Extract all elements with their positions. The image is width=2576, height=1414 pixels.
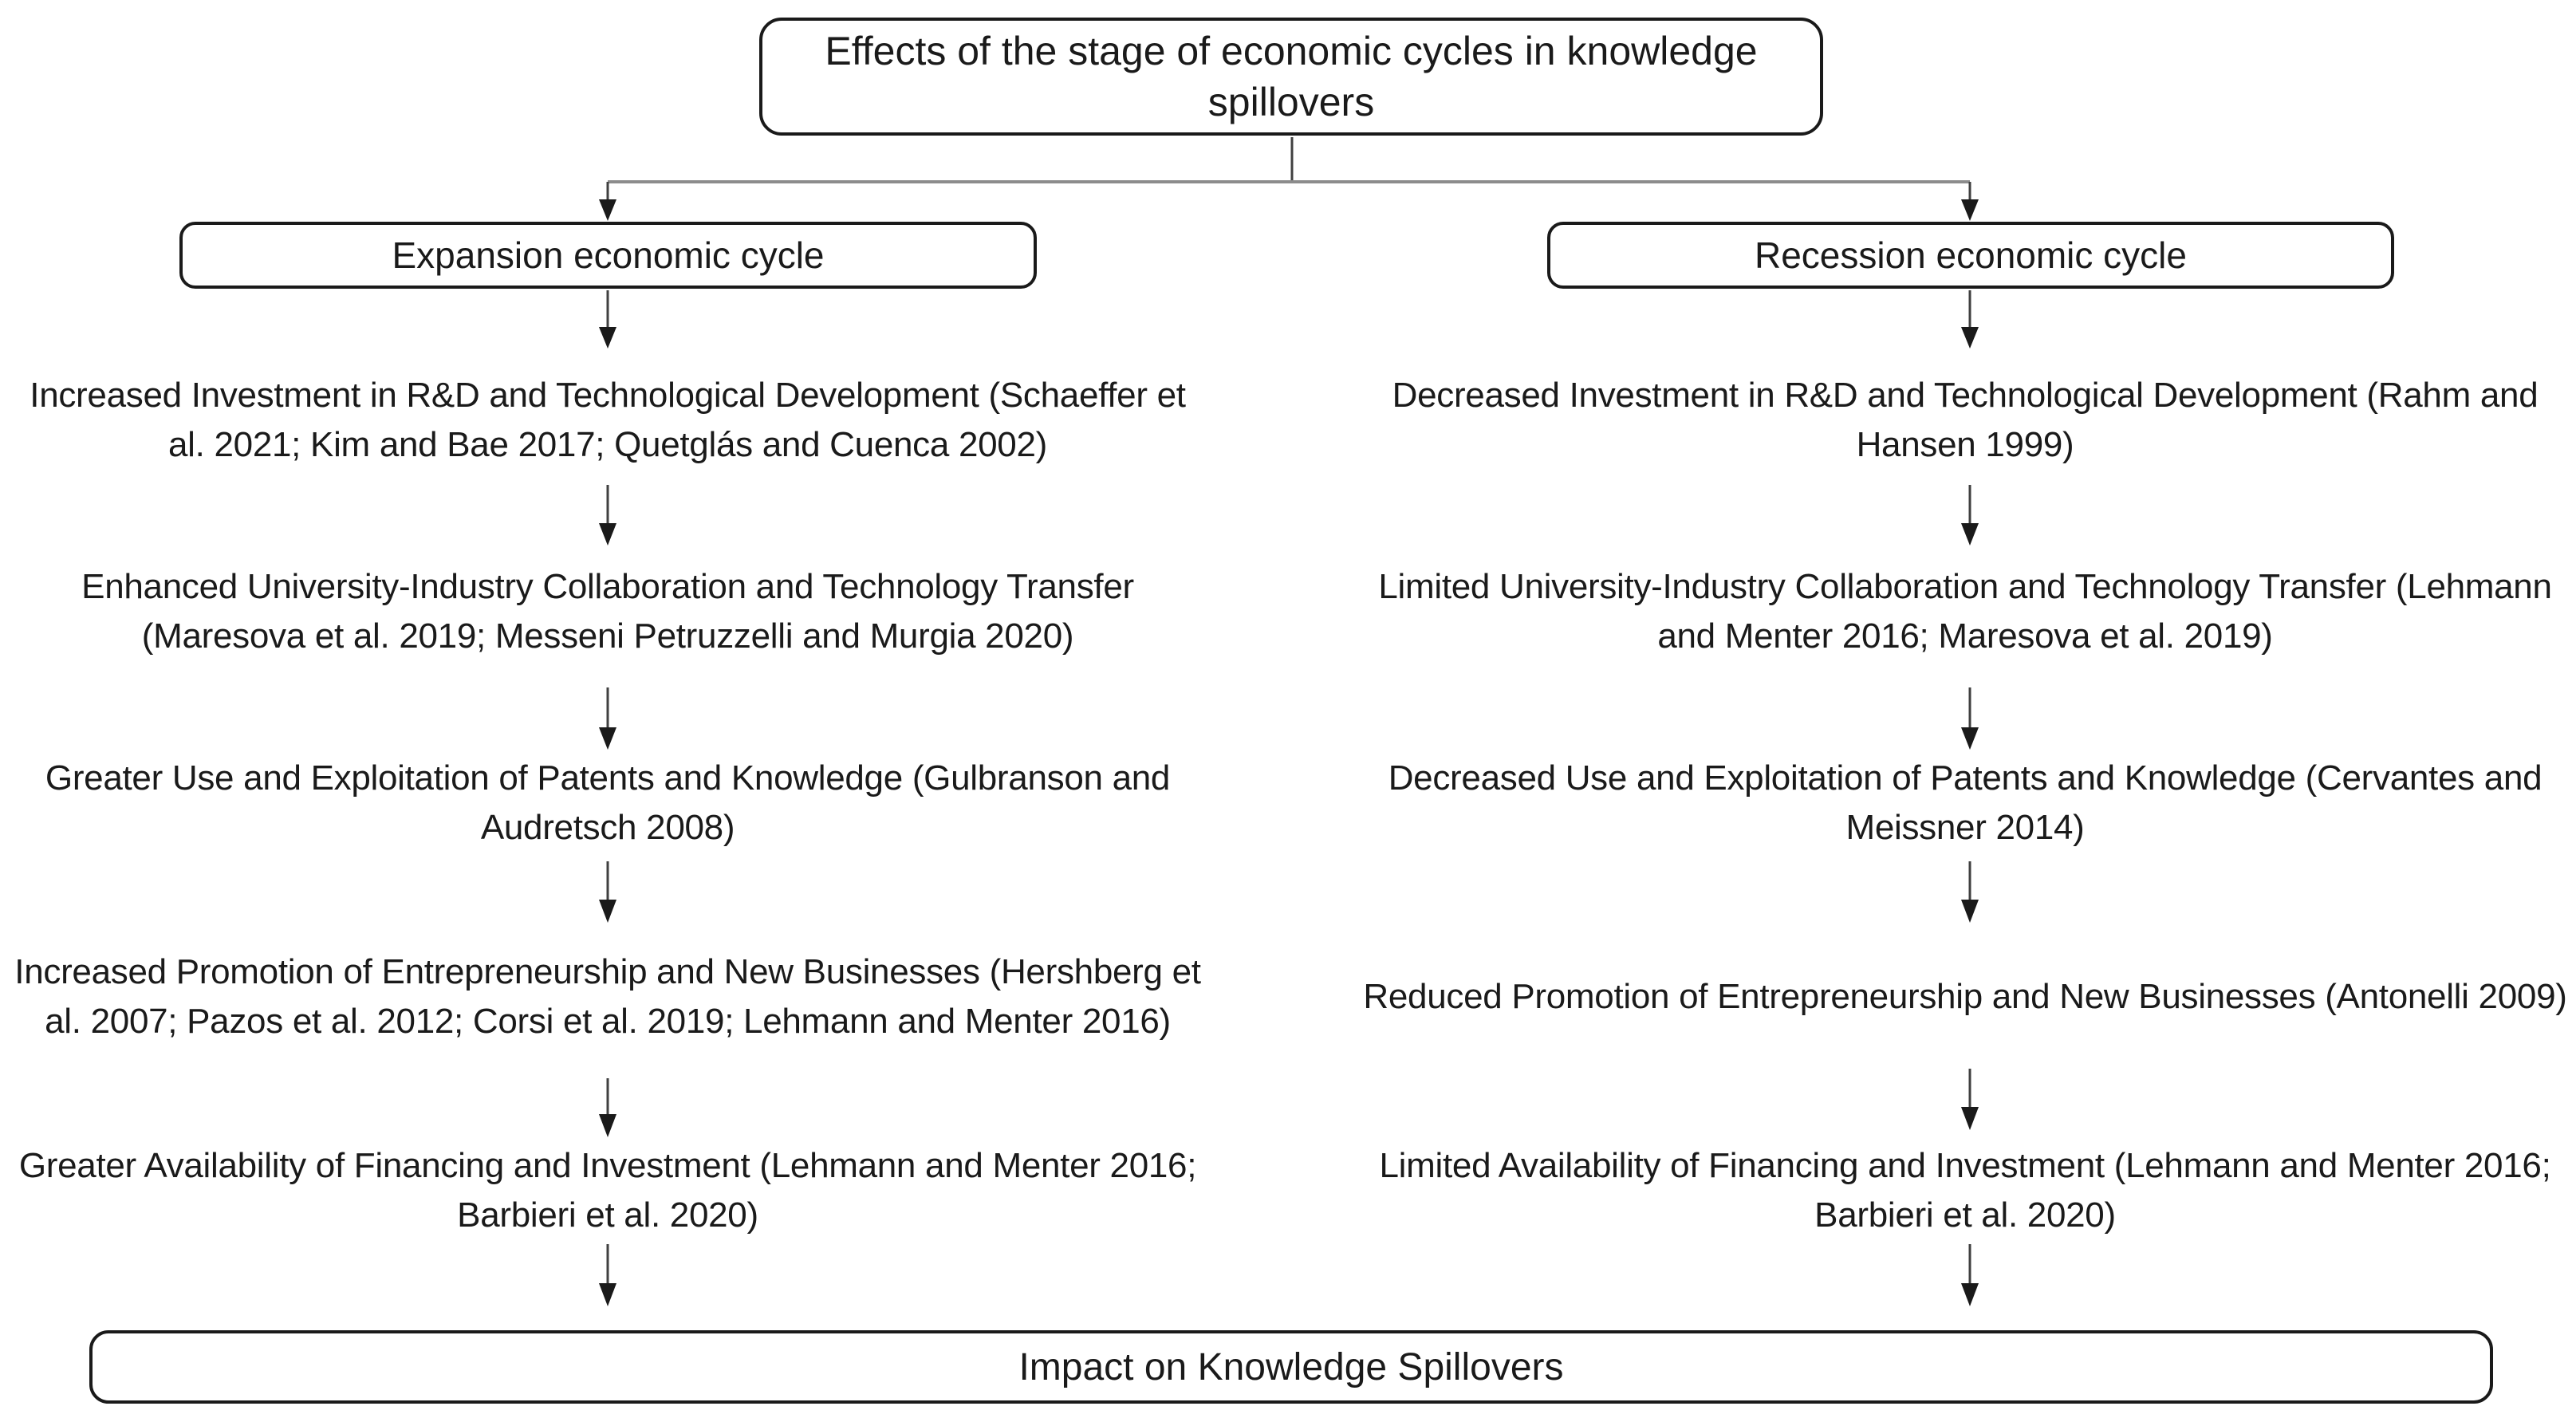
branch-box-expansion: Expansion economic cycle [179, 222, 1037, 289]
arrow-down-connector-left-6 [599, 1244, 616, 1306]
recession-item-university-collaboration: Limited University-Industry Collaboratio… [1378, 567, 2552, 656]
expansion-item-financing: Greater Availability of Financing and In… [18, 1145, 1197, 1235]
arrow-down-connector-right-2 [1961, 485, 1979, 546]
branch-label-recession: Recession economic cycle [1754, 234, 2187, 276]
arrow-down-connector-right-3 [1961, 687, 1979, 750]
recession-item-entrepreneurship: Reduced Promotion of Entrepreneurship an… [1363, 977, 2567, 1016]
arrow-down-connector-right-4 [1961, 861, 1979, 923]
arrow-down-connector-left-4 [599, 861, 616, 923]
expansion-item-rd-investment: Increased Investment in R&D and Technolo… [30, 376, 1186, 464]
expansion-item-patent-use: Greater Use and Exploitation of Patents … [45, 758, 1171, 847]
branch-label-expansion: Expansion economic cycle [392, 234, 825, 276]
branch-left-arrowhead-icon [599, 199, 616, 221]
recession-item-rd-investment: Decreased Investment in R&D and Technolo… [1392, 376, 2539, 464]
expansion-item-entrepreneurship: Increased Promotion of Entrepreneurship … [14, 952, 1201, 1041]
branch-right-arrowhead-icon [1961, 199, 1979, 221]
impact-box: Impact on Knowledge Spillovers [89, 1330, 2493, 1404]
arrow-down-connector-right-6 [1961, 1244, 1979, 1306]
arrow-down-connector-left-5 [599, 1078, 616, 1137]
arrow-down-connector-left-2 [599, 485, 616, 546]
impact-label: Impact on Knowledge Spillovers [1018, 1345, 1564, 1388]
arrow-down-connector-right-5 [1961, 1069, 1979, 1130]
branch-box-recession: Recession economic cycle [1547, 222, 2394, 289]
recession-item-patent-use: Decreased Use and Exploitation of Patent… [1388, 758, 2543, 847]
root-title-box: Effects of the stage of economic cycles … [759, 18, 1823, 136]
arrow-down-connector-left-3 [599, 687, 616, 750]
expansion-item-university-collaboration: Enhanced University-Industry Collaborati… [81, 567, 1134, 656]
root-title-label: Effects of the stage of economic cycles … [825, 29, 1758, 124]
recession-item-financing: Limited Availability of Financing and In… [1379, 1145, 2551, 1235]
arrow-down-connector-right-1 [1961, 290, 1979, 349]
arrow-down-connector-left-1 [599, 290, 616, 349]
